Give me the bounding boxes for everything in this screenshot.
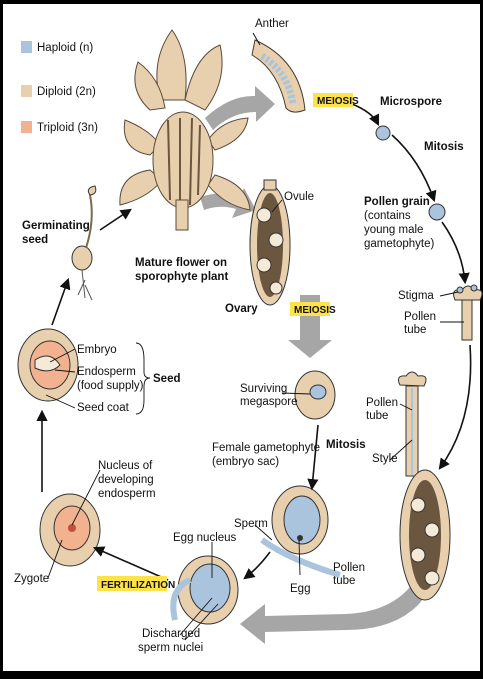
label-embryo: Embryo (77, 344, 117, 356)
legend-swatch-triploid (21, 121, 32, 133)
legend-label-diploid: Diploid (2n) (37, 86, 96, 98)
arrow-seed-to-germinating (52, 280, 68, 325)
fertilization-ovule-illustration (173, 556, 238, 624)
legend-swatch-haploid (21, 41, 32, 53)
label-mitosis-right: Mitosis (424, 141, 464, 153)
label-seed: Seed (153, 373, 181, 385)
megaspore-illustration (295, 371, 335, 419)
label-ovary: Ovary (225, 303, 258, 315)
label-mature-flower-1: Mature flower on (135, 257, 227, 269)
label-egg: Egg (290, 583, 310, 595)
label-surviving-1: Surviving (240, 383, 287, 395)
label-mature-flower-2: sporophyte plant (135, 271, 228, 283)
legend-label-haploid: Haploid (n) (37, 42, 93, 54)
zygote-ovule-illustration (40, 494, 100, 566)
label-pollen-grain: Pollen grain (364, 196, 430, 208)
label-pollen-tube-1b: tube (404, 324, 426, 336)
label-seed-coat: Seed coat (77, 402, 130, 414)
arrow-gametophyte-to-fertilization (245, 552, 270, 578)
arrow-megaspore-to-gametophyte (312, 425, 318, 488)
seed-illustration (18, 329, 78, 401)
pollen-grain-illustration (429, 204, 445, 220)
label-pollen-grain-note3: gametophyte) (364, 238, 434, 250)
arrow-stigma-to-pistil (440, 345, 471, 468)
legend-swatch-diploid (21, 85, 32, 97)
label-endosperm-2: (food supply) (77, 380, 144, 392)
legend: Haploid (n) Diploid (2n) Triploid (3n) (21, 41, 98, 134)
label-nucleus-dev-1: Nucleus of (98, 460, 153, 472)
stigma-illustration (454, 285, 482, 340)
female-gametophyte-illustration (262, 486, 340, 575)
label-zygote: Zygote (14, 573, 49, 585)
label-endosperm-1: Endosperm (77, 366, 136, 378)
mature-flower-illustration (120, 30, 250, 230)
label-mitosis-mid: Mitosis (326, 439, 366, 451)
label-female-gametophyte-1: Female gametophyte (212, 442, 320, 454)
pistil-illustration (398, 372, 450, 600)
label-discharged-2: sperm nuclei (138, 642, 203, 654)
label-pollen-tube-3a: Pollen (333, 562, 365, 574)
label-style: Style (372, 453, 398, 465)
legend-label-triploid: Triploid (3n) (37, 122, 98, 134)
arrow-pollen-to-stigma (442, 222, 465, 282)
label-female-gametophyte-2: (embryo sac) (212, 456, 279, 468)
label-pollen-grain-note2: young male (364, 224, 423, 236)
meiosis-mid-text: MEIOSIS (294, 305, 336, 316)
label-pollen-tube-3b: tube (333, 575, 355, 587)
label-germinating-1: Germinating (22, 220, 90, 232)
germinating-seed-illustration (72, 186, 96, 300)
label-germinating-2: seed (22, 234, 48, 246)
arrow-germinating-to-flower (100, 210, 130, 230)
label-discharged-1: Discharged (142, 628, 200, 640)
label-pollen-tube-2b: tube (366, 410, 388, 422)
label-nucleus-dev-2: developing (98, 474, 154, 486)
microspore-illustration (376, 126, 390, 140)
arrow-meiosis-to-microspore (352, 104, 378, 124)
label-egg-nucleus: Egg nucleus (173, 532, 237, 544)
label-stigma: Stigma (398, 290, 434, 302)
label-pollen-tube-2a: Pollen (366, 397, 398, 409)
label-microspore: Microspore (380, 96, 442, 108)
label-ovule: Ovule (284, 191, 314, 203)
meiosis-top-text: MEIOSIS (317, 96, 359, 107)
label-pollen-tube-1a: Pollen (404, 311, 436, 323)
label-surviving-2: megaspore (240, 396, 298, 408)
label-pollen-grain-note1: (contains (364, 210, 411, 222)
label-anther: Anther (255, 18, 289, 30)
label-sperm: Sperm (234, 518, 268, 530)
fertilization-text: FERTILIZATION (101, 580, 175, 591)
arrow-fertilization-to-zygote (95, 548, 168, 580)
label-nucleus-dev-3: endosperm (98, 488, 156, 500)
gray-arrows (200, 86, 432, 644)
